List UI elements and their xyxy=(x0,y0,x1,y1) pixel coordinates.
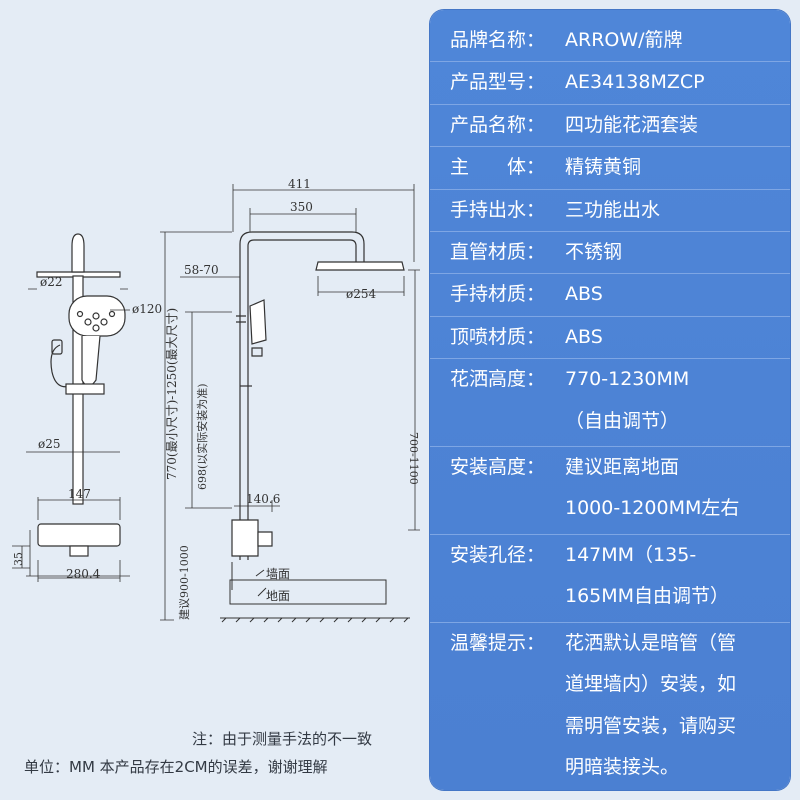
spec-value: 1000-1200MM左右 xyxy=(565,497,740,520)
dim-58-70: 58-70 xyxy=(184,263,219,277)
dim-350: 350 xyxy=(290,200,313,214)
dim-phi22: ø22 xyxy=(40,275,63,289)
dim-35: 35 xyxy=(12,552,25,566)
front-top-head xyxy=(36,271,121,278)
spec-label: 温馨提示： xyxy=(450,631,546,654)
side-top-head xyxy=(315,261,405,271)
spec-value: 明暗装接头。 xyxy=(565,755,680,778)
spec-value: 147MM（135- xyxy=(565,543,697,566)
spec-label: 手持材质： xyxy=(450,283,546,306)
spec-row: 品牌名称： ARROW/箭牌 xyxy=(430,20,790,63)
spec-value: （自由调节） xyxy=(565,409,680,432)
spec-row: 安装高度： 建议距离地面 1000-1200MM左右 xyxy=(430,447,790,535)
spec-row: 顶喷材质： ABS xyxy=(430,317,790,360)
label-wall: 墙面 xyxy=(266,567,290,581)
spec-value: ABS xyxy=(565,325,603,348)
spec-label: 手持出水： xyxy=(450,198,546,221)
side-dimensions xyxy=(160,184,420,621)
spec-label: 顶喷材质： xyxy=(450,325,546,348)
spec-row: 产品型号： AE34138MZCP xyxy=(430,62,790,105)
dim-phi25: ø25 xyxy=(38,437,61,451)
spec-row: 直管材质： 不锈钢 xyxy=(430,232,790,275)
dim-411: 411 xyxy=(288,177,311,191)
side-view xyxy=(231,231,405,560)
spec-panel: 品牌名称： ARROW/箭牌产品型号： AE34138MZCP 产品名称： 四功能花洒套… xyxy=(430,10,790,790)
spec-label: 直管材质： xyxy=(450,241,546,264)
side-riser-pipe xyxy=(239,231,365,560)
dim-140-6: 140.6 xyxy=(246,492,280,506)
spec-value: 不锈钢 xyxy=(565,241,623,264)
spec-label: 品牌名称： xyxy=(450,29,546,51)
spec-label: 安装高度： xyxy=(450,456,546,479)
spec-value: ABS xyxy=(565,283,603,306)
dim-147: 147 xyxy=(68,487,91,501)
dim-900-1000: 建议900-1000 xyxy=(177,545,191,620)
spec-row: 花洒高度： 770-1230MM （自由调节） xyxy=(430,359,790,448)
spec-value: 三功能出水 xyxy=(565,198,661,221)
spec-value: 道埋墙内）安装，如 xyxy=(565,673,737,696)
spec-row: 手持材质： ABS xyxy=(430,274,790,317)
dim-698: 698(以实际安装为准) xyxy=(195,383,209,490)
spec-value: 建议距离地面 xyxy=(565,456,680,479)
label-floor: 地面 xyxy=(266,589,290,603)
spec-value: 165MM自由调节） xyxy=(565,585,730,608)
dim-770-1250: 770(最小尺寸)-1250(最大尺寸) xyxy=(165,308,179,480)
front-view xyxy=(36,233,126,557)
spec-label: 产品型号： xyxy=(450,71,546,94)
front-thermostat xyxy=(37,523,121,547)
dim-280-4: 280.4 xyxy=(66,567,101,581)
spec-row: 手持出水： 三功能出水 xyxy=(430,190,790,233)
spec-label: 主 体： xyxy=(450,156,546,179)
spec-label: 花洒高度： xyxy=(450,368,546,391)
wall-floor xyxy=(220,562,410,623)
shower-dimension-drawing: ø22 ø120 ø25 147 280.4 35 411 350 58-70 … xyxy=(12,177,420,623)
front-dimensions xyxy=(12,288,130,582)
note-line-1: 注：由于测量手法的不一致 xyxy=(192,730,373,748)
spec-value: AE34138MZCP xyxy=(565,71,705,94)
spec-row: 主 体： 精铸黄铜 xyxy=(430,147,790,190)
spec-value: 需明管安装，请购买 xyxy=(565,714,737,737)
dim-phi254: ø254 xyxy=(346,287,376,301)
note-line-2: 单位：MM 本产品存在2CM的误差，谢谢理解 xyxy=(24,758,328,776)
dim-700-1100: 700-1100 xyxy=(407,432,420,485)
spec-row: 产品名称： 四功能花洒套装 xyxy=(430,105,790,148)
spec-value: ARROW/箭牌 xyxy=(565,29,683,51)
spec-label: 产品名称： xyxy=(450,113,546,136)
spec-row: 温馨提示： 花洒默认是暗管（管道埋墙内）安装，如需明管安装，请购买明暗装接头。 xyxy=(430,623,790,793)
spec-value: 四功能花洒套装 xyxy=(565,113,699,136)
dim-phi120: ø120 xyxy=(132,302,162,316)
spec-value: 770-1230MM xyxy=(565,368,690,391)
spec-row: 安装孔径： 147MM（135- 165MM自由调节） xyxy=(430,535,790,623)
spec-value: 精铸黄铜 xyxy=(565,156,642,179)
spec-value: 花洒默认是暗管（管 xyxy=(565,631,737,654)
spec-label: 安装孔径： xyxy=(450,543,546,566)
